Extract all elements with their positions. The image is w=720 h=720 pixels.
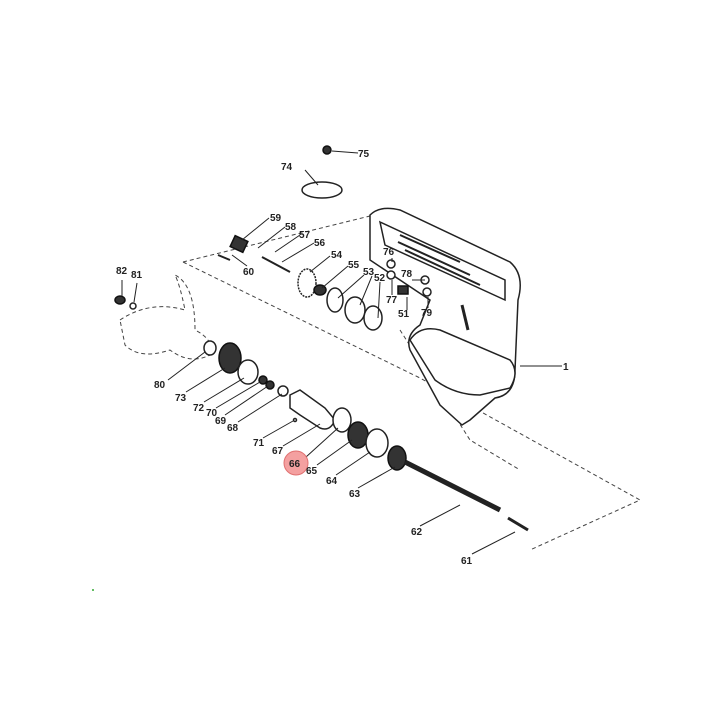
part-label-58[interactable]: 58: [285, 222, 297, 233]
part-label-70[interactable]: 70: [206, 408, 218, 419]
part-label-77[interactable]: 77: [386, 295, 398, 306]
part-shapes: [114, 145, 529, 532]
part-label-55[interactable]: 55: [348, 260, 360, 271]
selected-part-highlight[interactable]: [283, 450, 309, 476]
part-label-59[interactable]: 59: [270, 213, 282, 224]
part-label-62[interactable]: 62: [411, 527, 423, 538]
leader-lines: [121, 150, 562, 555]
part-label-78[interactable]: 78: [401, 269, 413, 280]
part-label-1[interactable]: 1: [563, 362, 569, 373]
part-label-67[interactable]: 67: [272, 446, 284, 457]
part-labels: 75 74 59 58 57 56 54 55 53 52 76 78 77 5…: [116, 149, 569, 567]
part-label-61[interactable]: 61: [461, 556, 473, 567]
part-label-80[interactable]: 80: [154, 380, 166, 391]
part-label-82[interactable]: 82: [116, 266, 128, 277]
part-label-56[interactable]: 56: [314, 238, 326, 249]
part-label-73[interactable]: 73: [175, 393, 187, 404]
part-label-60[interactable]: 60: [243, 267, 255, 278]
part-label-72[interactable]: 72: [193, 403, 205, 414]
part-label-81[interactable]: 81: [131, 270, 143, 281]
gear-housing[interactable]: [369, 207, 521, 426]
part-label-74[interactable]: 74: [281, 162, 293, 173]
stray-dot: [92, 589, 94, 591]
assembly-boundary-lower: [182, 261, 642, 551]
part-label-57[interactable]: 57: [299, 230, 311, 241]
part-label-64[interactable]: 64: [326, 476, 338, 487]
part-label-51[interactable]: 51: [398, 309, 410, 320]
part-label-71[interactable]: 71: [253, 438, 265, 449]
part-label-69[interactable]: 69: [215, 416, 227, 427]
part-label-68[interactable]: 68: [227, 423, 239, 434]
part-label-76[interactable]: 76: [383, 247, 395, 258]
part-label-79[interactable]: 79: [421, 308, 433, 319]
part-label-65[interactable]: 65: [306, 466, 318, 477]
part-label-52[interactable]: 52: [374, 273, 386, 284]
part-label-53[interactable]: 53: [363, 267, 375, 278]
part-label-66[interactable]: 66: [289, 459, 301, 470]
part-label-75[interactable]: 75: [358, 149, 370, 160]
part-label-63[interactable]: 63: [349, 489, 361, 500]
part-label-54[interactable]: 54: [331, 250, 343, 261]
propeller-outline: [119, 273, 212, 360]
